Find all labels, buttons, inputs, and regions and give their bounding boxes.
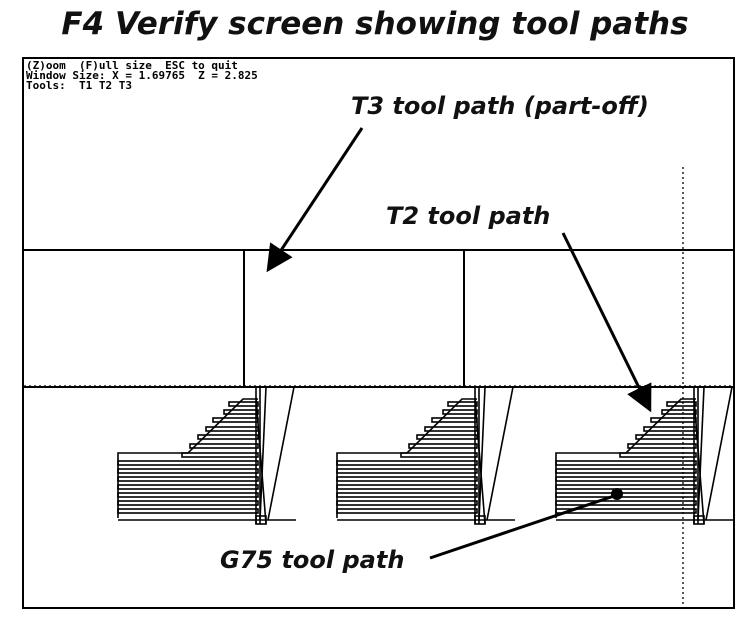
t2-arrow	[561, 232, 652, 413]
part-off-diagonal-2	[259, 386, 267, 521]
roughing-pass-4	[205, 426, 259, 432]
dotted-reference-lines	[24, 167, 733, 608]
roughing-pass-9	[336, 468, 478, 474]
roughing-pass-8	[555, 460, 697, 466]
roughing-pass-10	[117, 476, 259, 482]
verify-screen	[22, 57, 735, 609]
zoom-menu-text: (Z)oom (F)ull size ESC to quit	[26, 59, 238, 72]
roughing-pass-7	[619, 452, 697, 458]
stock-outline	[22, 249, 735, 388]
roughing-pass-11	[117, 484, 259, 490]
roughing-pass-5	[197, 434, 259, 440]
roughing-pass-6	[627, 443, 697, 449]
roughing-pass-11	[555, 484, 697, 490]
part-off-diagonal-2	[697, 386, 705, 521]
t3-callout-label: T3 tool path (part-off)	[351, 92, 649, 120]
roughing-pass-14	[336, 508, 478, 514]
roughing-pass-2	[442, 409, 478, 415]
window-size-readout: Window Size: X = 1.69765 Z = 2.825	[26, 69, 258, 82]
roughing-pass-3	[431, 417, 478, 423]
g75-callout-label: G75 tool path	[220, 546, 405, 574]
roughing-pass-11	[336, 484, 478, 490]
roughing-pass-8	[117, 460, 259, 466]
roughing-pass-5	[416, 434, 478, 440]
roughing-pass-12	[555, 492, 697, 498]
roughing-pass-13	[336, 500, 478, 506]
roughing-pass-7	[400, 452, 478, 458]
g75-arrow	[429, 494, 615, 560]
toolpath-group-1	[117, 386, 296, 525]
retract-path	[486, 386, 514, 521]
part-off-diagonal-1	[474, 397, 486, 525]
roughing-pass-13	[555, 500, 697, 506]
retract-path	[267, 386, 295, 521]
g75-marker-dot	[611, 488, 623, 500]
roughing-pass-1	[447, 401, 478, 407]
toolpath-group-3	[555, 386, 734, 525]
roughing-pass-13	[117, 500, 259, 506]
roughing-pass-9	[555, 468, 697, 474]
toolpath-groups	[117, 386, 734, 525]
roughing-pass-2	[661, 409, 697, 415]
t2-profile-outline	[117, 398, 258, 518]
roughing-pass-14	[117, 508, 259, 514]
t2-profile-outline	[555, 398, 696, 518]
t3-arrow	[266, 127, 364, 273]
roughing-pass-4	[424, 426, 478, 432]
part-off-diagonal-1	[255, 397, 267, 525]
figure-title: F4 Verify screen showing tool paths	[61, 6, 689, 42]
roughing-pass-1	[666, 401, 697, 407]
roughing-pass-6	[408, 443, 478, 449]
retract-path	[705, 386, 733, 521]
roughing-pass-9	[117, 468, 259, 474]
roughing-pass-4	[643, 426, 697, 432]
roughing-pass-10	[336, 476, 478, 482]
roughing-pass-3	[212, 417, 259, 423]
roughing-pass-8	[336, 460, 478, 466]
part-off-diagonal-1	[693, 397, 705, 525]
roughing-pass-12	[336, 492, 478, 498]
roughing-pass-7	[181, 452, 259, 458]
roughing-pass-6	[189, 443, 259, 449]
part-off-diagonal-2	[478, 386, 486, 521]
roughing-pass-14	[555, 508, 697, 514]
roughing-pass-3	[650, 417, 697, 423]
tools-list: Tools: T1 T2 T3	[26, 79, 132, 92]
roughing-pass-1	[228, 401, 259, 407]
part-off-tip	[255, 515, 267, 525]
toolpath-group-2	[336, 386, 515, 525]
callout-arrows	[266, 127, 652, 560]
roughing-pass-12	[117, 492, 259, 498]
roughing-pass-5	[635, 434, 697, 440]
t2-profile-outline	[336, 398, 477, 518]
roughing-pass-10	[555, 476, 697, 482]
part-off-tip	[474, 515, 486, 525]
part-off-tip	[693, 515, 705, 525]
roughing-pass-2	[223, 409, 259, 415]
t2-callout-label: T2 tool path	[386, 202, 551, 230]
